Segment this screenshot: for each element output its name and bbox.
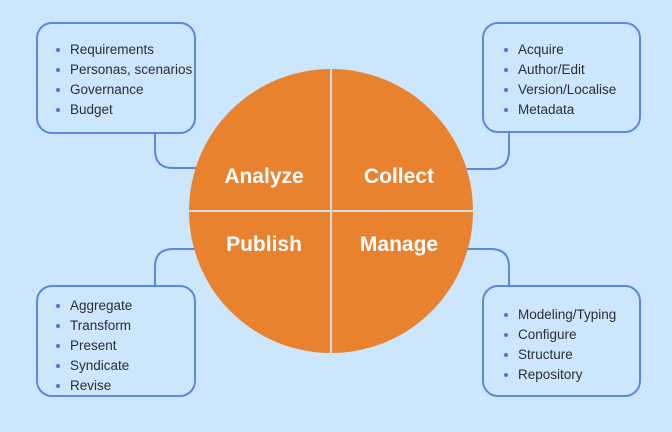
bullet-icon xyxy=(504,108,508,112)
bullet-icon xyxy=(56,304,60,308)
bullet-icon xyxy=(504,333,508,337)
lifecycle-circle: Analyze Collect Publish Manage xyxy=(189,69,473,353)
list-item: Syndicate xyxy=(54,356,194,376)
list-item: Modeling/Typing xyxy=(502,305,639,325)
list-item: Aggregate xyxy=(54,296,194,316)
manage-items-box: Modeling/Typing Configure Structure Repo… xyxy=(482,285,641,397)
connector-analyze xyxy=(154,133,200,169)
bullet-icon xyxy=(56,324,60,328)
quadrant-label-analyze: Analyze xyxy=(224,165,304,188)
bullet-icon xyxy=(504,373,508,377)
list-item: Structure xyxy=(502,345,639,365)
bullet-icon xyxy=(56,344,60,348)
list-item: Repository xyxy=(502,365,639,385)
list-item: Present xyxy=(54,336,194,356)
list-item: Personas, scenarios xyxy=(54,60,194,80)
analyze-items-box: Requirements Personas, scenarios Governa… xyxy=(36,22,196,134)
bullet-icon xyxy=(56,364,60,368)
quadrant-label-manage: Manage xyxy=(359,233,439,256)
bullet-icon xyxy=(504,88,508,92)
list-item: Governance xyxy=(54,80,194,100)
list-item: Requirements xyxy=(54,40,194,60)
connector-publish xyxy=(154,248,200,285)
bullet-icon xyxy=(56,108,60,112)
list-item: Metadata xyxy=(502,100,639,120)
list-item: Configure xyxy=(502,325,639,345)
list-item: Author/Edit xyxy=(502,60,639,80)
list-item: Budget xyxy=(54,100,194,120)
bullet-icon xyxy=(504,68,508,72)
bullet-icon xyxy=(56,88,60,92)
connector-collect xyxy=(462,133,510,170)
quadrant-label-collect: Collect xyxy=(363,165,434,188)
publish-items-box: Aggregate Transform Present Syndicate Re… xyxy=(36,285,196,397)
bullet-icon xyxy=(504,48,508,52)
horizontal-divider xyxy=(189,210,473,212)
connector-manage xyxy=(462,248,510,285)
bullet-icon xyxy=(56,68,60,72)
list-item: Acquire xyxy=(502,40,639,60)
collect-items-box: Acquire Author/Edit Version/Localise Met… xyxy=(482,22,641,133)
list-item: Version/Localise xyxy=(502,80,639,100)
bullet-icon xyxy=(56,48,60,52)
bullet-icon xyxy=(56,384,60,388)
quadrant-label-publish: Publish xyxy=(226,233,302,256)
list-item: Transform xyxy=(54,316,194,336)
list-item: Revise xyxy=(54,376,194,396)
bullet-icon xyxy=(504,313,508,317)
bullet-icon xyxy=(504,353,508,357)
